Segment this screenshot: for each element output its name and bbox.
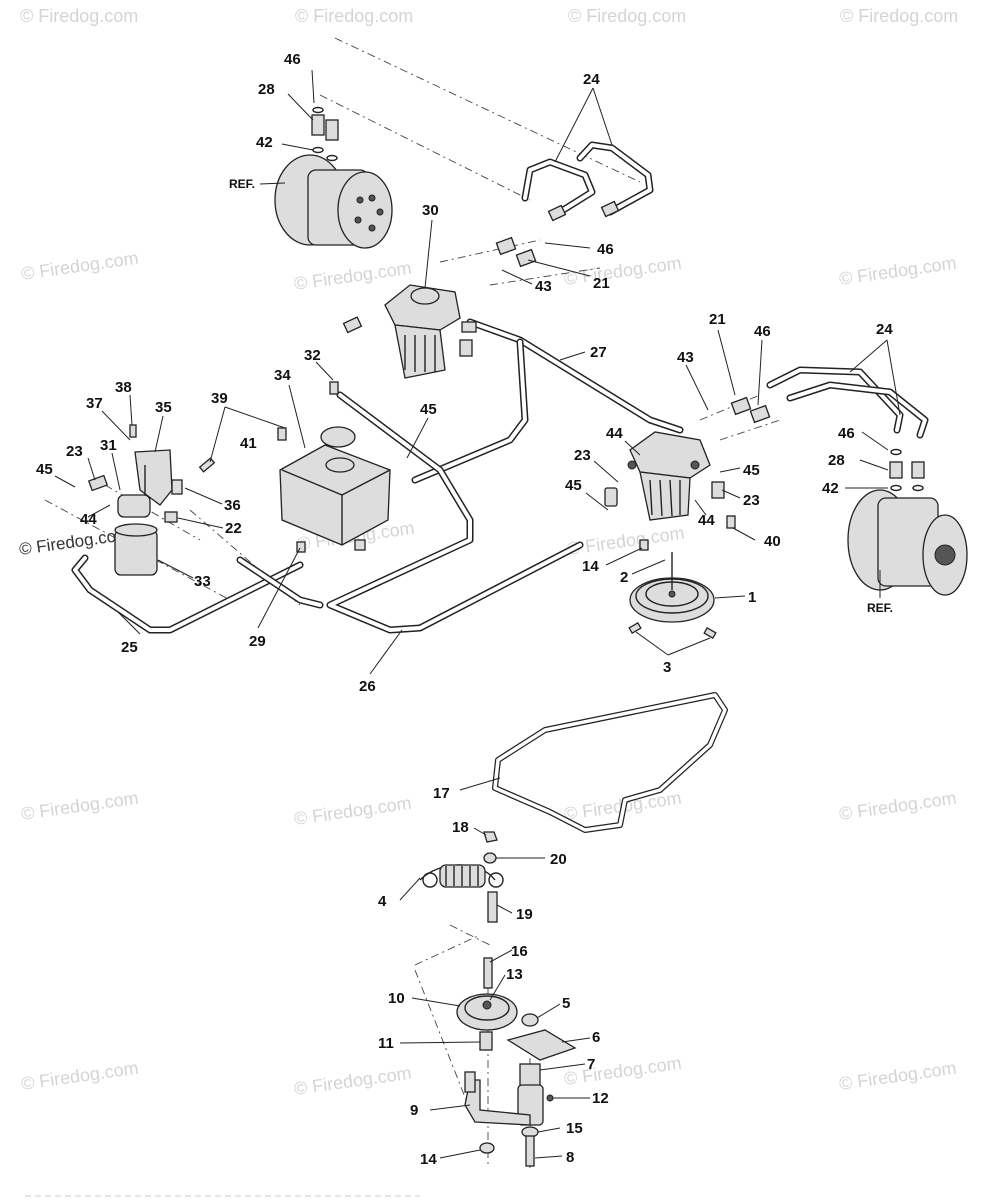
callout-42: 42: [256, 134, 273, 151]
callout-41: 41: [240, 435, 257, 452]
callout-3: 3: [663, 659, 671, 676]
callout-39: 39: [211, 390, 228, 407]
callout-21: 21: [709, 311, 726, 328]
watermark: © Firedog.com: [563, 1053, 683, 1089]
upper-wheel-motor: [274, 106, 393, 249]
callout-33: 33: [194, 573, 211, 590]
callout-19: 19: [516, 906, 533, 923]
callout-45: 45: [420, 401, 437, 418]
filter-assembly: [87, 424, 287, 576]
callout-labels: 46 28 42 24 30 46 21 43 27 32 34 38 37 3…: [36, 51, 893, 1168]
watermark: © Firedog.com: [20, 1058, 140, 1094]
watermark: © Firedog.com: [20, 788, 140, 824]
watermark: © Firedog.com: [840, 6, 958, 26]
callout-37: 37: [86, 395, 103, 412]
hydraulic-reservoir: [279, 381, 391, 553]
callout-12: 12: [592, 1090, 609, 1107]
callout-40: 40: [764, 533, 781, 550]
pump-pulley: [628, 552, 717, 639]
callout-14: 14: [420, 1151, 437, 1168]
right-wheel-motor: [847, 448, 968, 596]
callout-24: 24: [876, 321, 893, 338]
callout-35: 35: [155, 399, 172, 416]
callout-24: 24: [583, 71, 600, 88]
callout-11: 11: [378, 1035, 394, 1052]
watermark-layer: © Firedog.com © Firedog.com © Firedog.co…: [18, 6, 958, 1099]
watermark: © Firedog.com: [295, 6, 413, 26]
callout-5: 5: [562, 995, 570, 1012]
watermark: © Firedog.com: [20, 6, 138, 26]
ref-label: REF.: [229, 177, 255, 191]
callout-26: 26: [359, 678, 376, 695]
callout-10: 10: [388, 990, 405, 1007]
callout-44: 44: [606, 425, 623, 442]
callout-43: 43: [535, 278, 552, 295]
idler-assembly: [419, 831, 577, 1167]
ref-labels: REF. REF.: [229, 177, 893, 615]
callout-23: 23: [66, 443, 83, 460]
callout-25: 25: [121, 639, 138, 656]
callout-28: 28: [828, 452, 845, 469]
callout-43: 43: [677, 349, 694, 366]
callout-23: 23: [743, 492, 760, 509]
callout-45: 45: [743, 462, 760, 479]
watermark: © Firedog.com: [293, 793, 413, 829]
leader-lines: [54, 69, 901, 1159]
callout-42: 42: [822, 480, 839, 497]
callout-4: 4: [378, 893, 387, 910]
watermark: © Firedog.com: [568, 6, 686, 26]
callout-34: 34: [274, 367, 291, 384]
drive-belt: [492, 692, 728, 833]
callout-31: 31: [100, 437, 117, 454]
callout-45: 45: [565, 477, 582, 494]
callout-1: 1: [748, 589, 756, 606]
callout-18: 18: [452, 819, 469, 836]
right-hydraulic-pump: [604, 396, 771, 551]
callout-14: 14: [582, 558, 599, 575]
watermark: © Firedog.com: [838, 253, 958, 289]
watermark: © Firedog.com: [566, 523, 686, 559]
upper-hydraulic-pump: [342, 200, 620, 379]
watermark-dark: © Firedog.com: [18, 525, 131, 559]
callout-22: 22: [225, 520, 242, 537]
callout-15: 15: [566, 1120, 583, 1137]
callout-2: 2: [620, 569, 628, 586]
watermark: © Firedog.com: [293, 258, 413, 294]
callout-6: 6: [592, 1029, 600, 1046]
callout-45: 45: [36, 461, 53, 478]
callout-9: 9: [410, 1102, 418, 1119]
callout-29: 29: [249, 633, 266, 650]
callout-44: 44: [698, 512, 715, 529]
callout-8: 8: [566, 1149, 574, 1166]
callout-28: 28: [258, 81, 275, 98]
callout-46: 46: [597, 241, 614, 258]
watermark: © Firedog.com: [20, 248, 140, 284]
callout-38: 38: [115, 379, 132, 396]
callout-46: 46: [754, 323, 771, 340]
callout-44: 44: [80, 511, 97, 528]
callout-46: 46: [838, 425, 855, 442]
callout-13: 13: [506, 966, 523, 983]
callout-30: 30: [422, 202, 439, 219]
callout-32: 32: [304, 347, 321, 364]
callout-21: 21: [593, 275, 610, 292]
callout-20: 20: [550, 851, 567, 868]
ref-label: REF.: [867, 601, 893, 615]
hose-assembly: [71, 141, 929, 634]
callout-27: 27: [590, 344, 607, 361]
callout-36: 36: [224, 497, 241, 514]
callout-7: 7: [587, 1056, 595, 1073]
callout-16: 16: [511, 943, 528, 960]
callout-23: 23: [574, 447, 591, 464]
watermark: © Firedog.com: [838, 788, 958, 824]
watermark: © Firedog.com: [293, 1063, 413, 1099]
callout-46: 46: [284, 51, 301, 68]
watermark: © Firedog.com: [838, 1058, 958, 1094]
page-footer: [0, 1168, 1000, 1200]
callout-17: 17: [433, 785, 450, 802]
